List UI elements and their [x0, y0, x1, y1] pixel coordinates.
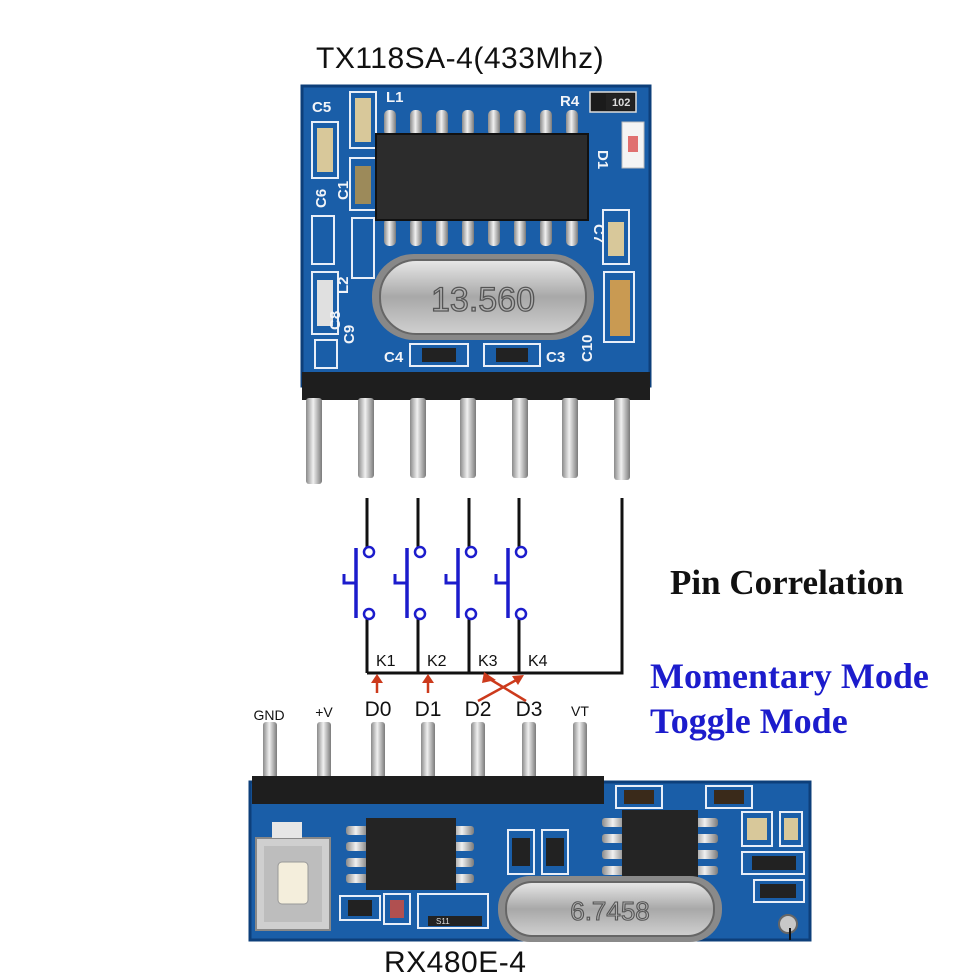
pin-label-d2: D2	[465, 698, 492, 721]
silk-c10: C10	[579, 334, 596, 362]
wires	[365, 498, 624, 675]
switch-k3	[444, 545, 478, 621]
silk-d1: D1	[594, 150, 611, 169]
pin-label-d3: D3	[516, 698, 543, 721]
silk-c3: C3	[546, 349, 565, 366]
label-k3: K3	[478, 653, 498, 670]
tx-pins	[306, 398, 630, 484]
rx-ic-1	[346, 818, 474, 890]
push-switches	[342, 545, 528, 621]
rx-crystal: 6.7458	[498, 876, 722, 942]
tx-crystal-label: 13.560	[431, 281, 535, 319]
silk-resistor-code: 102	[612, 97, 630, 109]
switch-k2	[393, 545, 427, 621]
transmitter-title: TX118SA-4(433Mhz)	[316, 42, 605, 75]
tx-header	[302, 372, 650, 400]
rx-chip-mark: S11	[436, 917, 450, 926]
label-k1: K1	[376, 653, 396, 670]
switch-k1	[342, 545, 376, 621]
pin-label-d1: D1	[415, 698, 442, 721]
antenna-pad	[778, 914, 798, 934]
silk-l2: L2	[335, 276, 352, 294]
silk-c1: C1	[335, 181, 352, 200]
silk-l1: L1	[386, 89, 404, 106]
toggle-mode-label: Toggle Mode	[650, 701, 848, 741]
silk-c6: C6	[313, 189, 330, 208]
pin-correlation-heading: Pin Correlation	[670, 563, 904, 602]
tx-ic-chip	[375, 110, 589, 246]
rx-ic-2	[602, 810, 718, 882]
rx-crystal-label: 6.7458	[570, 896, 650, 926]
receiver-module: S11 6.7458	[248, 722, 812, 942]
rx-learn-button	[255, 822, 331, 931]
silk-c4: C4	[384, 349, 404, 366]
correlation-arrows	[371, 672, 527, 703]
silk-c5: C5	[312, 99, 331, 116]
silk-r4: R4	[560, 93, 580, 110]
label-k2: K2	[427, 653, 447, 670]
pin-label-vplus: +V	[315, 704, 333, 720]
tx-crystal: 13.560	[372, 254, 594, 340]
rx-header	[252, 776, 604, 804]
label-k4: K4	[528, 653, 548, 670]
pin-label-vt: VT	[571, 703, 589, 719]
silk-c8: C8	[327, 311, 344, 330]
rx-pins	[263, 722, 587, 782]
receiver-title: RX480E-4	[384, 946, 527, 979]
switch-k4	[494, 545, 528, 621]
transmitter-module: 13.560 C5 L1 R4 102 D1 C6 C1 C7 L2 C8 C9…	[300, 84, 652, 484]
silk-c7: C7	[590, 224, 607, 243]
silk-c9: C9	[341, 325, 358, 344]
pin-label-d0: D0	[365, 698, 392, 721]
momentary-mode-label: Momentary Mode	[650, 656, 929, 696]
pin-label-gnd: GND	[253, 707, 284, 723]
